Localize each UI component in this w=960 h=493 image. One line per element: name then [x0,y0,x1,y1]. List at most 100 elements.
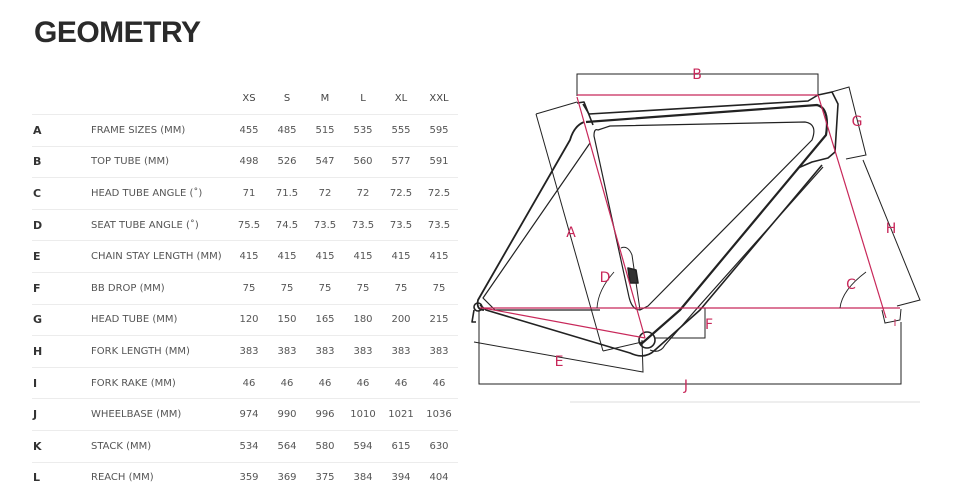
label-c: C [846,277,856,293]
size-header: XXL [429,92,449,104]
row-label: BB DROP (MM) [90,271,230,305]
size-header: XL [394,92,408,104]
row-value: 75 [306,271,344,305]
row-value: 547 [306,145,344,178]
row-value: 75 [420,271,458,305]
row-value: 72.5 [382,177,420,210]
size-header: M [320,92,330,104]
row-value: 75 [382,271,420,305]
row-value: 555 [382,114,420,147]
row-value: 215 [420,303,458,336]
bottom-bracket [638,331,656,349]
row-code: I [32,366,90,399]
row-code: K [32,429,90,463]
row-value: 455 [230,114,268,147]
row-value: 72.5 [420,177,458,210]
row-value: 564 [268,429,306,463]
label-f: F [705,317,713,333]
row-value: 498 [230,145,268,178]
row-value: 1021 [382,398,420,431]
row-value: 46 [268,366,306,399]
label-g: G [852,114,863,130]
row-value: 1010 [344,398,382,431]
row-code: E [32,240,90,273]
row-label: FRAME SIZES (MM) [90,114,230,147]
row-value: 383 [268,335,306,368]
row-code: J [32,398,90,431]
dimension-labels: B A G H C D F E J I [555,67,897,394]
row-value: 515 [306,114,344,147]
row-label: HEAD TUBE ANGLE (˚) [90,177,230,210]
label-d: D [600,270,611,286]
size-header: L [360,92,366,104]
row-value: 75 [230,271,268,305]
row-value: 383 [420,335,458,368]
row-value: 46 [420,366,458,399]
page-title: GEOMETRY [34,16,201,49]
row-code: A [32,114,90,147]
label-i: I [894,318,897,329]
row-value: 46 [230,366,268,399]
row-value: 180 [344,303,382,336]
row-code: H [32,335,90,368]
row-value: 75 [268,271,306,305]
row-value: 46 [344,366,382,399]
row-value: 591 [420,145,458,178]
row-value: 580 [306,429,344,463]
row-value: 990 [268,398,306,431]
table-header-row: XS S M L XL XXL [32,82,458,115]
row-value: 535 [344,114,382,147]
row-value: 974 [230,398,268,431]
accent-lines [480,94,900,339]
row-value: 74.5 [268,208,306,241]
label-e: E [555,354,564,370]
label-h: H [886,221,897,237]
row-value: 594 [344,429,382,463]
row-value: 72 [344,177,382,210]
row-label: HEAD TUBE (MM) [90,303,230,336]
dimension-lines [473,73,921,403]
row-value: 75.5 [230,208,268,241]
row-value: 73.5 [420,208,458,241]
row-value: 73.5 [344,208,382,241]
row-value: 415 [382,240,420,273]
row-value: 415 [420,240,458,273]
bike-frame [471,91,839,357]
row-value: 73.5 [382,208,420,241]
row-label: TOP TUBE (MM) [90,145,230,178]
row-code: D [32,208,90,241]
row-value: 485 [268,114,306,147]
row-label: SEAT TUBE ANGLE (˚) [90,208,230,241]
row-value: 595 [420,114,458,147]
row-value: 577 [382,145,420,178]
row-value: 383 [306,335,344,368]
row-value: 73.5 [306,208,344,241]
row-value: 415 [230,240,268,273]
row-value: 383 [382,335,420,368]
row-value: 75 [344,271,382,305]
row-value: 200 [382,303,420,336]
row-value: 615 [382,429,420,463]
row-label: WHEELBASE (MM) [90,398,230,431]
label-a: A [566,225,576,241]
size-header: S [283,92,291,104]
row-value: 1036 [420,398,458,431]
row-value: 150 [268,303,306,336]
row-value: 71.5 [268,177,306,210]
row-value: 71 [230,177,268,210]
row-value: 526 [268,145,306,178]
row-value: 534 [230,429,268,463]
row-label: FORK LENGTH (MM) [90,335,230,368]
row-code: F [32,271,90,305]
row-value: 46 [306,366,344,399]
row-code: G [32,303,90,336]
row-value: 415 [268,240,306,273]
